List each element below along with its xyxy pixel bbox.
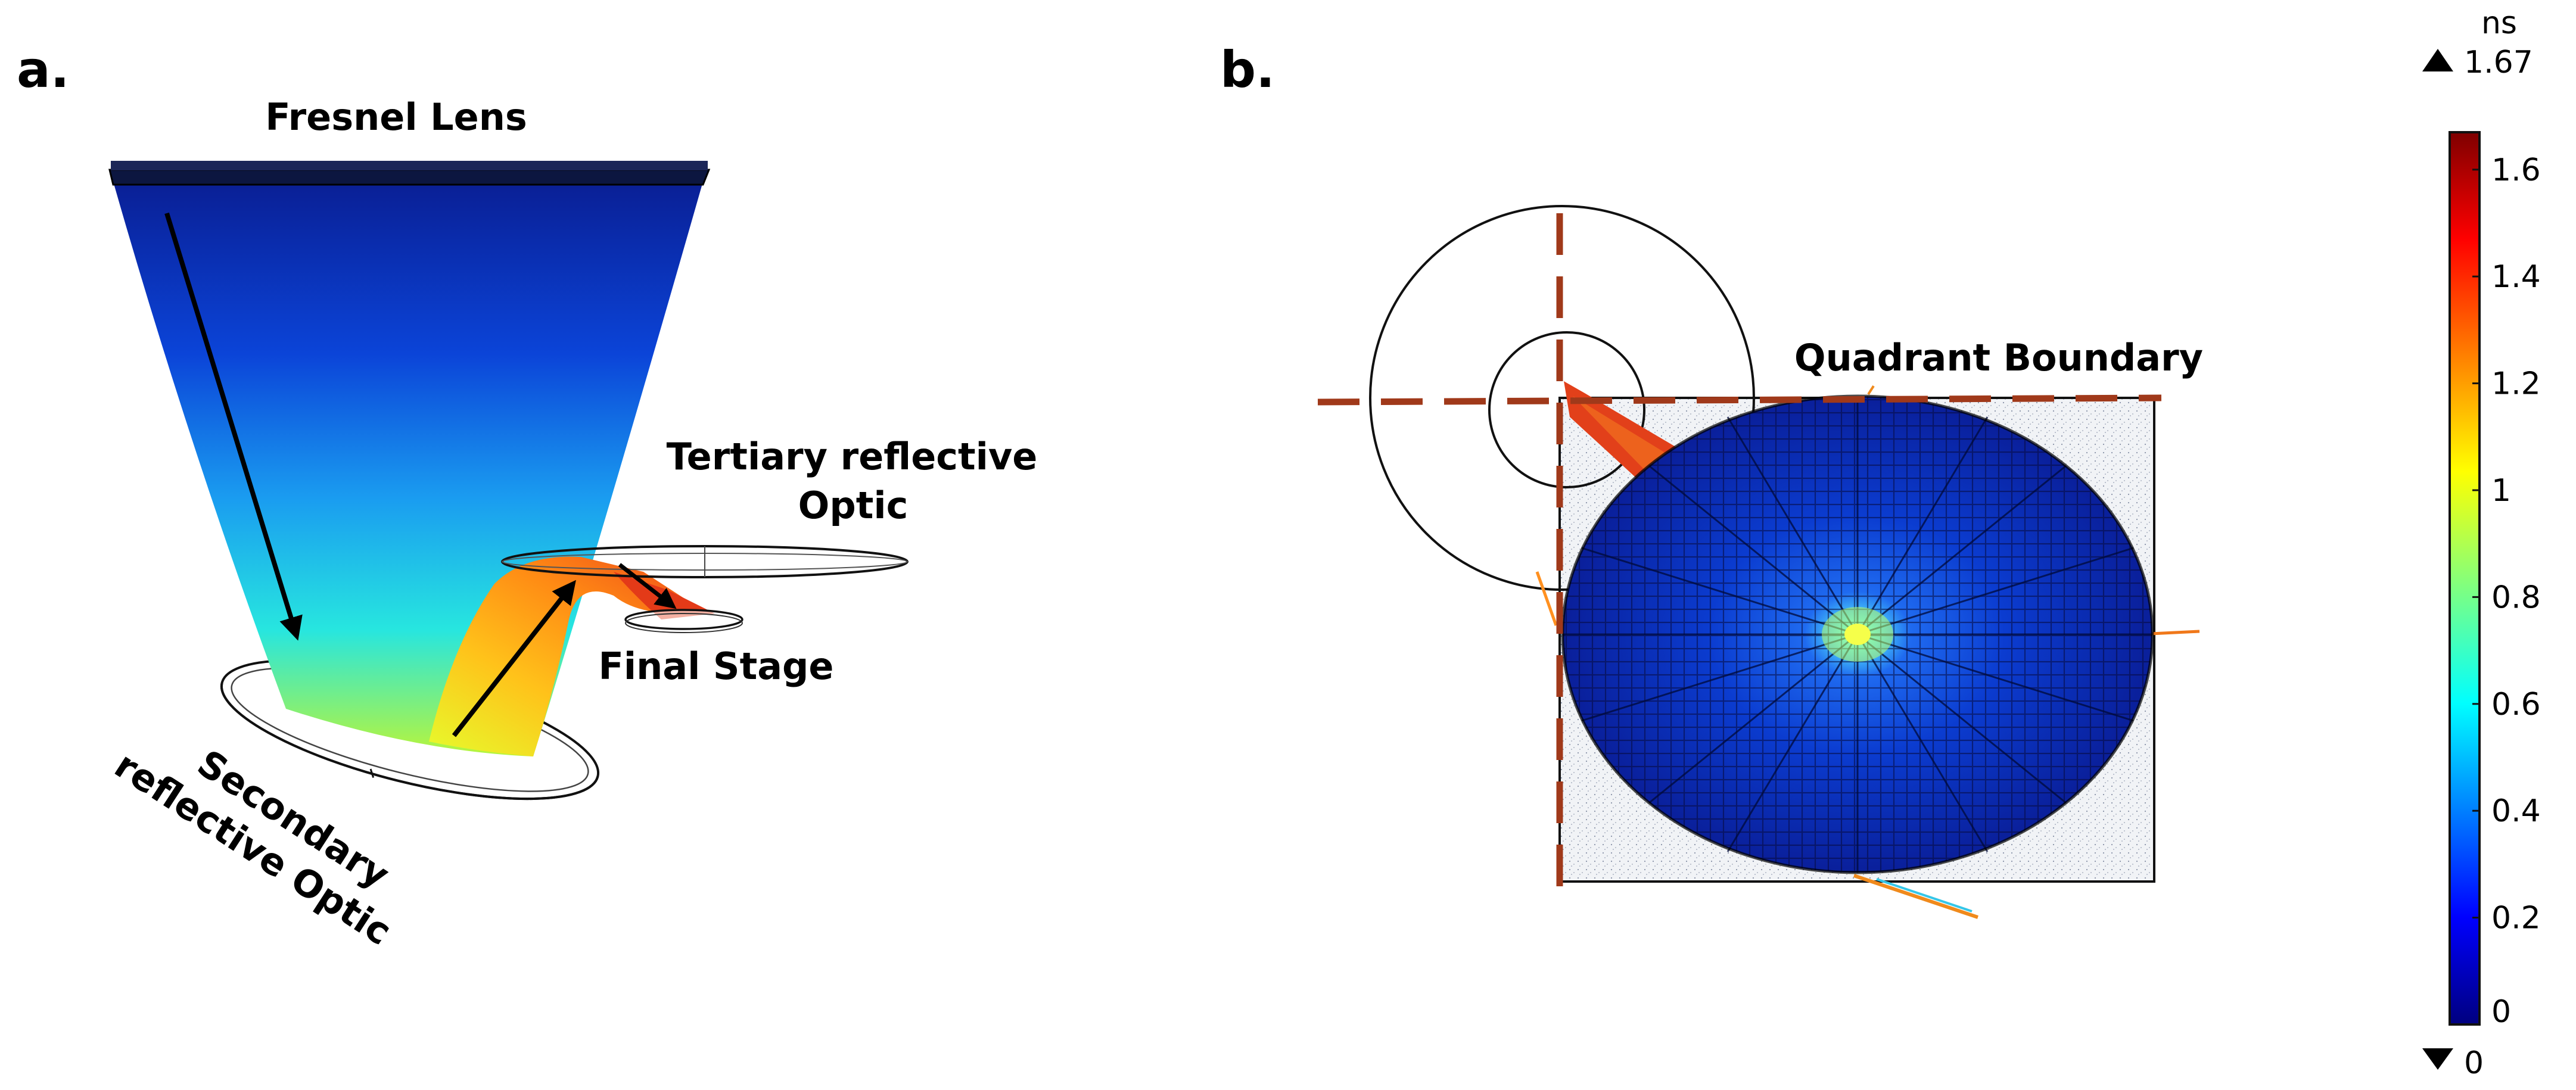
max-triangle-icon bbox=[2422, 49, 2453, 71]
colorbar-tick-label: 0.6 bbox=[2491, 687, 2541, 722]
final-stage-label: Final Stage bbox=[599, 644, 834, 688]
tertiary-optic-ring bbox=[501, 545, 909, 578]
colorbar-tick-label: 0.4 bbox=[2491, 793, 2541, 829]
colorbar-min-label: 0 bbox=[2464, 1045, 2484, 1081]
panel-b: b. bbox=[1220, 41, 2203, 919]
colorbar-tick-label: 0 bbox=[2491, 994, 2511, 1030]
fresnel-lens-plate bbox=[108, 161, 711, 186]
secondary-optic-ring-front bbox=[220, 682, 599, 801]
colorbar-unit: ns bbox=[2481, 5, 2517, 41]
tertiary-optic-label-line1: Tertiary reflective bbox=[667, 435, 1038, 478]
panel-b-letter: b. bbox=[1220, 41, 1275, 99]
colorbar-tick-label: 1.2 bbox=[2491, 366, 2541, 402]
stray-rays bbox=[1535, 385, 2200, 919]
incoming-ray-arrow bbox=[164, 212, 303, 641]
focal-spot bbox=[1561, 394, 2154, 874]
colorbar-tick-label: 1.4 bbox=[2491, 259, 2541, 295]
panel-a-letter: a. bbox=[17, 41, 70, 99]
tertiary-optic-label-line2: Optic bbox=[798, 484, 909, 527]
final-ray-arrow bbox=[618, 563, 677, 609]
colorbar-tick-label: 0.8 bbox=[2491, 580, 2541, 615]
colorbar-tick-label: 1.6 bbox=[2491, 152, 2541, 188]
inner-reference-circle bbox=[1488, 331, 1645, 488]
reflected-beam bbox=[429, 556, 703, 756]
quadrant-boundary-lines bbox=[1317, 213, 2162, 886]
final-stage-disk bbox=[624, 609, 743, 633]
colorbar-tick-label: 0.2 bbox=[2491, 901, 2541, 936]
reflected-ray-arrow bbox=[452, 580, 576, 737]
colorbar-max-label: 1.67 bbox=[2464, 45, 2533, 80]
fresnel-lens-label: Fresnel Lens bbox=[265, 95, 527, 139]
secondary-optic-label: Secondary reflective Optic bbox=[107, 742, 399, 954]
colorbar: ns 1.67 0 0.2 0.4 0.6 0.8 1 1.2 1.4 1.6 0 bbox=[2422, 5, 2541, 1081]
quadrant-boundary-label: Quadrant Boundary bbox=[1794, 336, 2203, 379]
min-triangle-icon bbox=[2422, 1048, 2453, 1070]
colorbar-ticks: 0 0.2 0.4 0.6 0.8 1 1.2 1.4 1.6 bbox=[2472, 152, 2541, 1030]
colorbar-gradient bbox=[2449, 131, 2481, 1026]
panel-a: a. bbox=[17, 41, 1037, 954]
colorbar-tick-label: 1 bbox=[2491, 473, 2511, 509]
outer-reference-circle bbox=[1369, 205, 1755, 591]
